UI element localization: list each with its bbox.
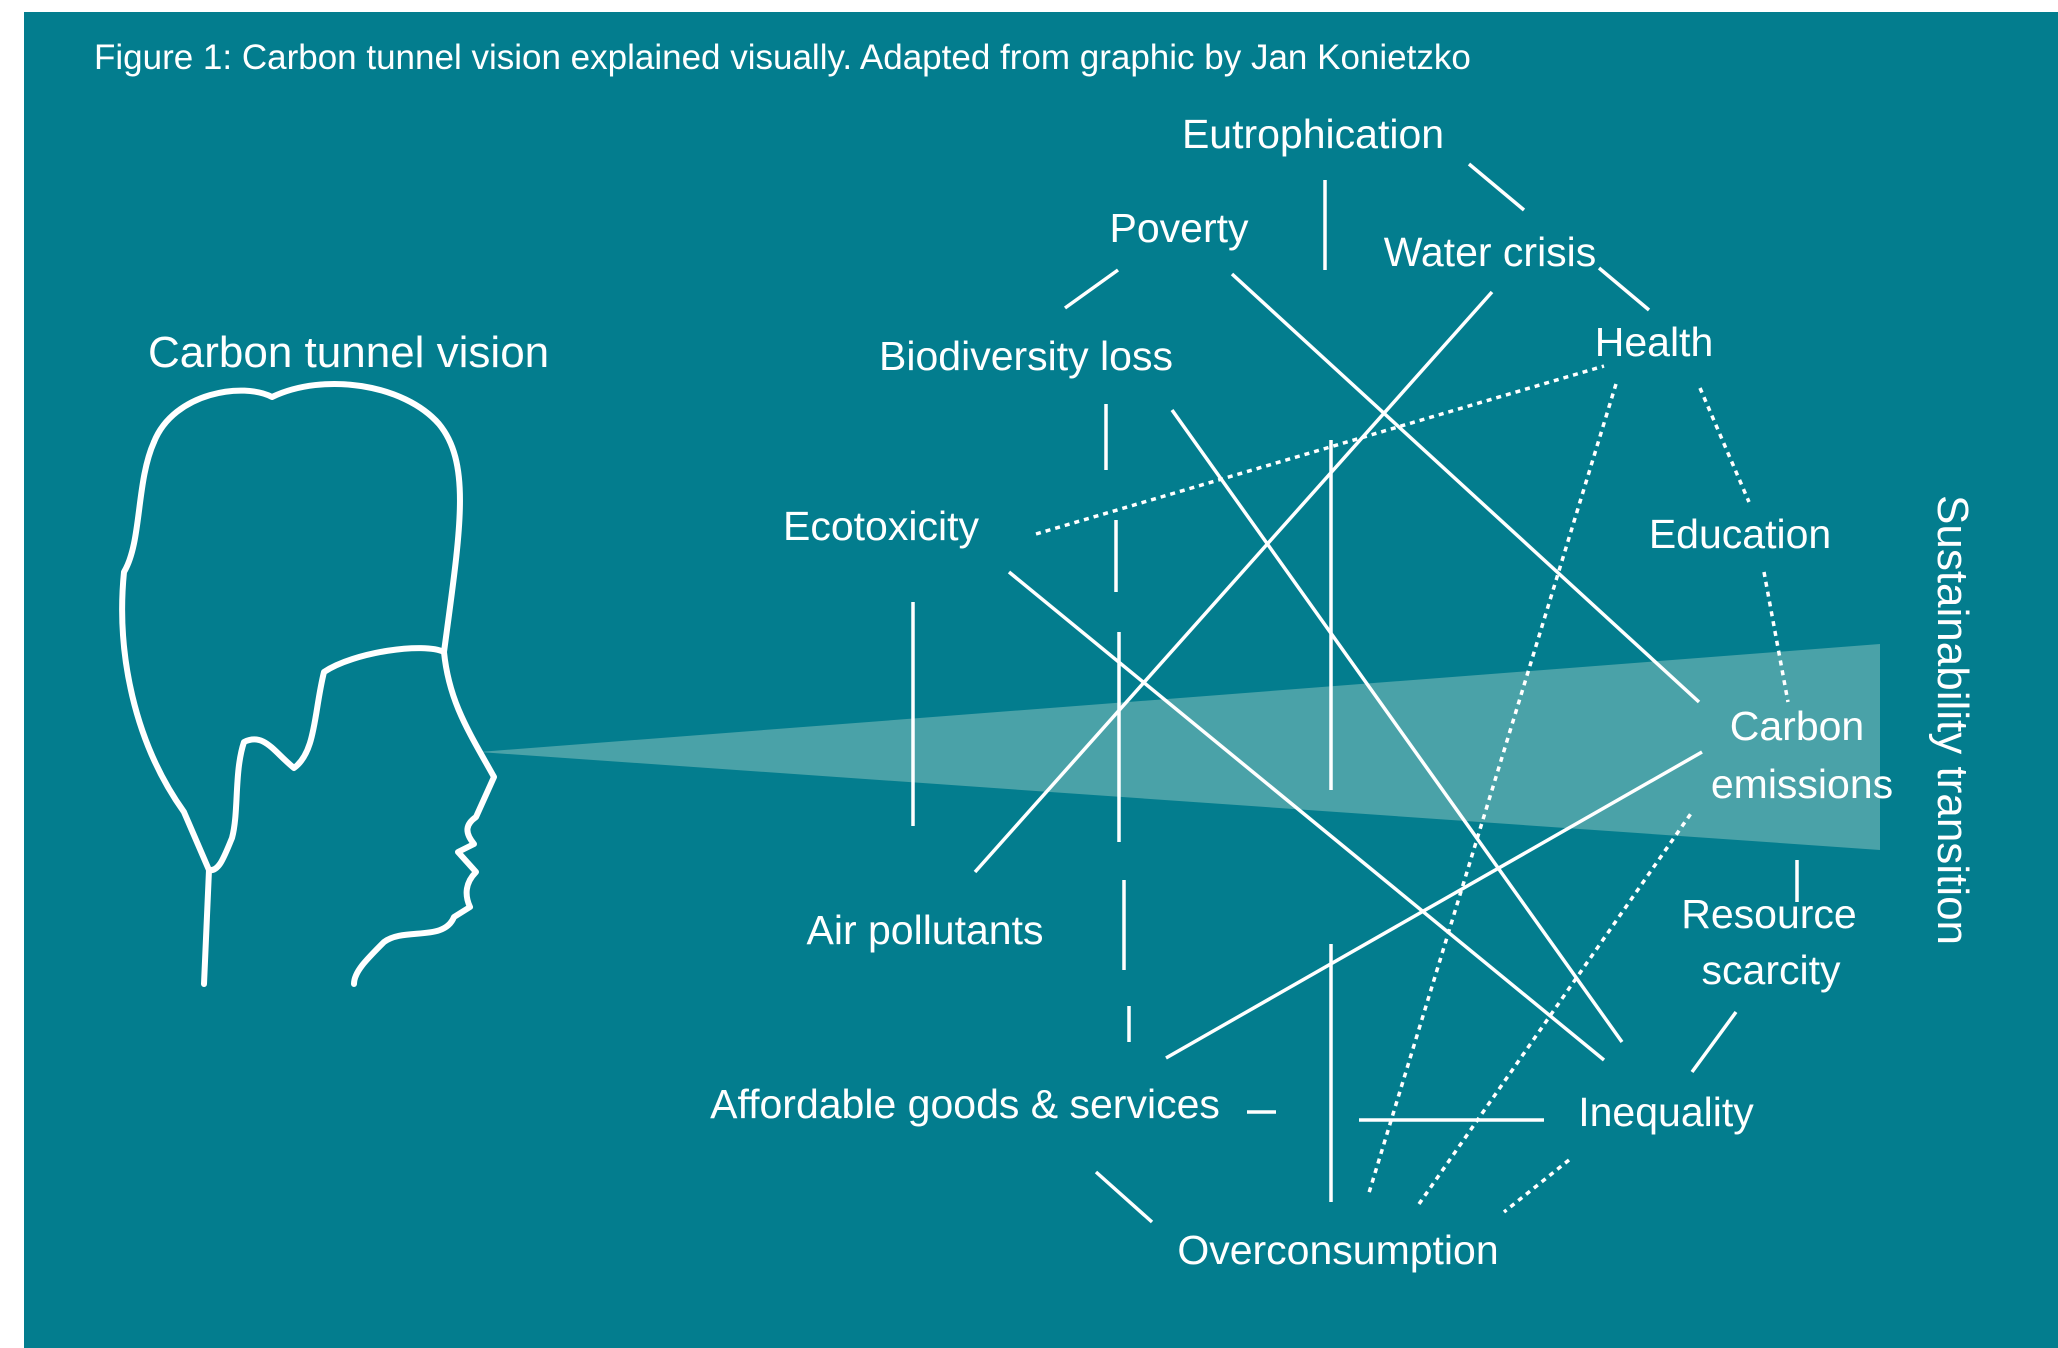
connector-line bbox=[1165, 750, 1703, 1060]
connector-line bbox=[1698, 387, 1751, 503]
connector-line bbox=[1690, 1010, 1738, 1074]
air-pollutants-label: Air pollutants bbox=[806, 907, 1043, 953]
biodiversity-loss-label: Biodiversity loss bbox=[879, 333, 1173, 379]
affordable-goods-label: Affordable goods & services bbox=[710, 1081, 1220, 1127]
water-crisis-label: Water crisis bbox=[1384, 229, 1597, 275]
connector-line bbox=[1597, 266, 1651, 312]
connector-line bbox=[1094, 1170, 1154, 1224]
tunnel-beam bbox=[479, 644, 1880, 850]
poverty-label: Poverty bbox=[1110, 205, 1249, 251]
carbon-tunnel-vision-diagram: Carbon tunnel vision Sustainability tran… bbox=[119, 111, 1977, 1273]
carbon-label: Carbon bbox=[1730, 703, 1864, 749]
inequality-label: Inequality bbox=[1578, 1089, 1754, 1135]
connector-line bbox=[1366, 383, 1618, 1197]
resource-label: Resource bbox=[1681, 891, 1856, 937]
eutrophication-label: Eutrophication bbox=[1182, 111, 1444, 157]
scarcity-label: scarcity bbox=[1702, 947, 1841, 993]
figure-panel: Figure 1: Carbon tunnel vision explained… bbox=[24, 12, 2058, 1348]
connector-line bbox=[1467, 162, 1526, 212]
sustainability-transition-label: Sustainability transition bbox=[1928, 495, 1977, 945]
education-label: Education bbox=[1649, 511, 1831, 557]
health-label: Health bbox=[1595, 319, 1714, 365]
head-profile-icon bbox=[119, 380, 497, 987]
connector-line bbox=[1417, 810, 1694, 1206]
connector-line bbox=[973, 290, 1494, 874]
connector-line bbox=[1007, 570, 1606, 1062]
connector-line bbox=[1063, 268, 1120, 310]
figure-caption: Figure 1: Carbon tunnel vision explained… bbox=[94, 38, 1471, 77]
connector-line bbox=[1502, 1158, 1571, 1214]
ecotoxicity-label: Ecotoxicity bbox=[783, 503, 979, 549]
connector-line bbox=[1230, 272, 1701, 704]
connector-line bbox=[1035, 364, 1605, 536]
connector-line bbox=[1170, 408, 1624, 1044]
overconsumption-label: Overconsumption bbox=[1177, 1227, 1498, 1273]
carbon-tunnel-vision-label: Carbon tunnel vision bbox=[148, 328, 549, 377]
connection-lines bbox=[911, 162, 1799, 1224]
emissions-label: emissions bbox=[1711, 761, 1893, 807]
connector-line bbox=[1762, 571, 1790, 703]
